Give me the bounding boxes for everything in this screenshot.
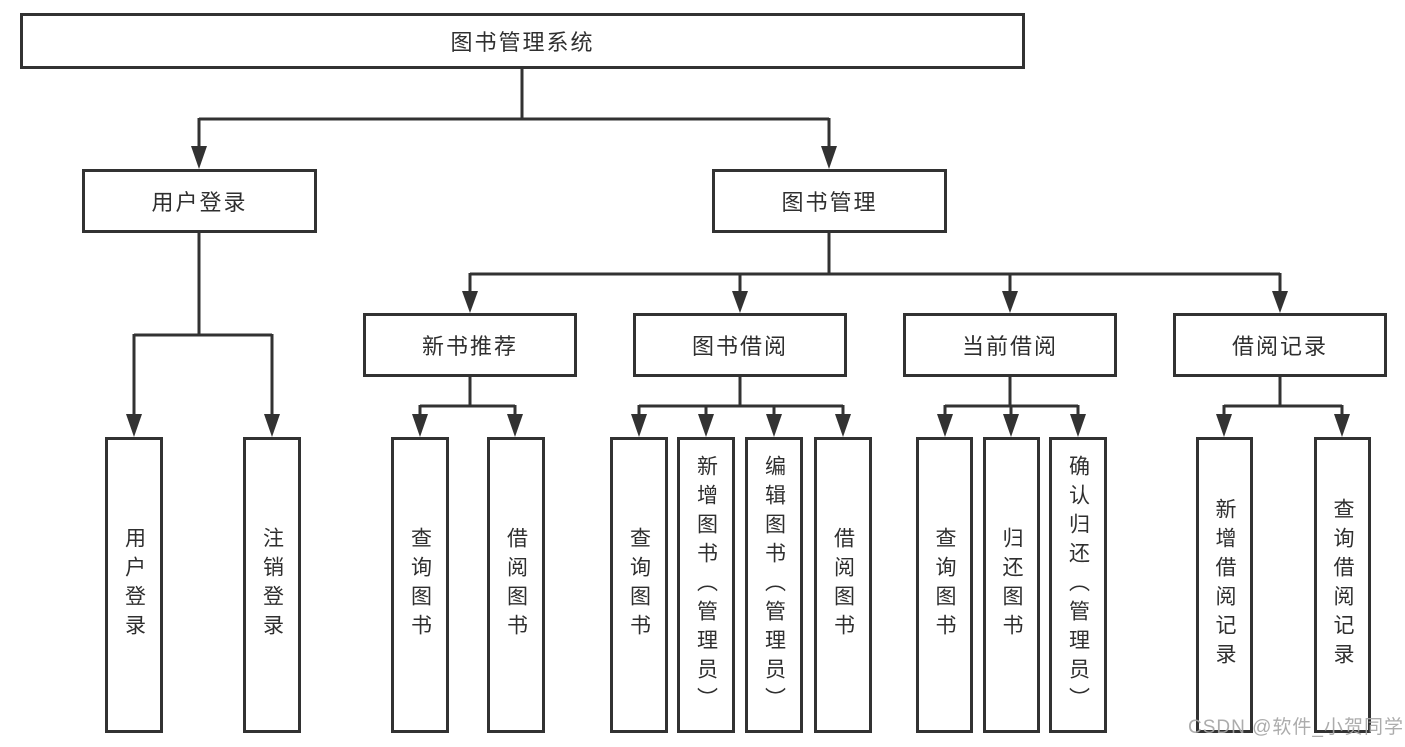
leaf-add-borrow-record: 新增借阅记录 bbox=[1196, 437, 1253, 733]
node-library-management-system: 图书管理系统 bbox=[20, 13, 1025, 69]
leaf-query-borrow-record: 查询借阅记录 bbox=[1314, 437, 1371, 733]
csdn-watermark: CSDN @软件_小贺同学 bbox=[1188, 717, 1404, 738]
leaf-query-books-recommend: 查询图书 bbox=[391, 437, 449, 733]
leaf-confirm-return-admin: 确认归还（管理员） bbox=[1049, 437, 1107, 733]
leaf-borrow-books-recommend: 借阅图书 bbox=[487, 437, 545, 733]
leaf-logout: 注销登录 bbox=[243, 437, 301, 733]
leaf-user-login: 用户登录 bbox=[105, 437, 163, 733]
node-book-borrowing: 图书借阅 bbox=[633, 313, 847, 377]
leaf-borrow-books-borrowing: 借阅图书 bbox=[814, 437, 872, 733]
node-new-book-recommend: 新书推荐 bbox=[363, 313, 577, 377]
arrowhead-icons bbox=[126, 146, 1350, 437]
leaf-edit-book-admin: 编辑图书（管理员） bbox=[745, 437, 803, 733]
leaf-add-book-admin: 新增图书（管理员） bbox=[677, 437, 735, 733]
node-user-login: 用户登录 bbox=[82, 169, 317, 233]
node-book-management: 图书管理 bbox=[712, 169, 947, 233]
leaf-query-books-borrowing: 查询图书 bbox=[610, 437, 668, 733]
node-borrowing-records: 借阅记录 bbox=[1173, 313, 1387, 377]
leaf-query-books-current: 查询图书 bbox=[916, 437, 973, 733]
node-current-borrowing: 当前借阅 bbox=[903, 313, 1117, 377]
leaf-return-book: 归还图书 bbox=[983, 437, 1040, 733]
